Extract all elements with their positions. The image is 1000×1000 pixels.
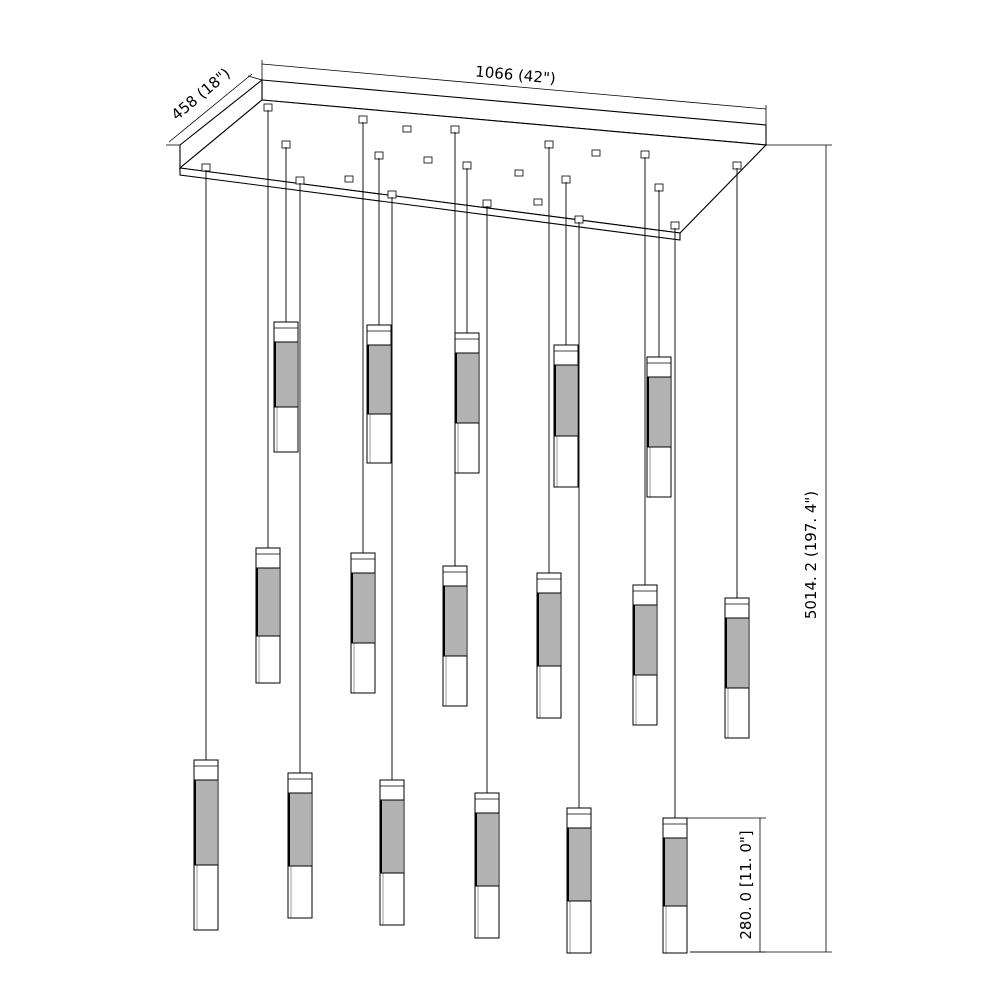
pendant-mount: [201, 163, 211, 172]
pendant: [474, 199, 500, 939]
pendant: [454, 161, 480, 474]
pendant: [255, 103, 281, 684]
depth-dimension-line: [168, 73, 253, 143]
pendant: [646, 183, 672, 498]
pendant-mount: [654, 183, 664, 192]
pendant: [536, 140, 562, 719]
pendant: [350, 115, 376, 694]
pendant: [662, 221, 688, 954]
canopy-screw: [423, 156, 433, 164]
pendant-mount: [574, 215, 584, 224]
pendant: [566, 215, 592, 954]
height-label: 5014. 2 (197. 4"): [802, 491, 820, 619]
canopy-screw: [344, 175, 354, 183]
pendant: [366, 151, 392, 464]
pendant-mount: [482, 199, 492, 208]
pendant-mount: [374, 151, 384, 160]
pendant-mount: [387, 190, 397, 199]
pendant-mount: [263, 103, 273, 112]
pendant-mount: [358, 115, 368, 124]
canopy-screw: [533, 198, 543, 206]
pendant-mount: [462, 161, 472, 170]
pendants: [193, 103, 750, 954]
pendant: [553, 175, 579, 488]
canopy-screw: [591, 149, 601, 157]
pendant-length-label: 280. 0 [11. 0"]: [737, 830, 755, 939]
pendant-mount: [544, 140, 554, 149]
canopy-screw: [402, 125, 412, 133]
canopy: [178, 78, 768, 241]
canopy-screw: [514, 169, 524, 177]
pendant-length-dimension: 280. 0 [11. 0"]: [686, 817, 766, 953]
depth-extension-line: [247, 75, 263, 81]
pendant-mount: [295, 176, 305, 185]
height-dimension: 5014. 2 (197. 4"): [690, 144, 832, 953]
pendant-mount: [450, 125, 460, 134]
pendant: [632, 150, 658, 726]
pendant-mount: [640, 150, 650, 159]
pendant: [287, 176, 313, 919]
width-dimension-line: [261, 63, 767, 110]
pendant: [273, 140, 299, 453]
pendant-mount: [670, 221, 680, 230]
pendant: [724, 161, 750, 739]
pendant-mount: [561, 175, 571, 184]
pendant: [379, 190, 405, 926]
pendant-mount: [732, 161, 742, 170]
pendant: [193, 163, 219, 931]
pendant-mount: [281, 140, 291, 149]
canopy-front-edge: [179, 167, 681, 241]
